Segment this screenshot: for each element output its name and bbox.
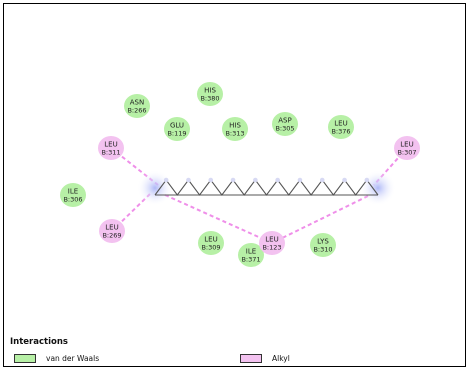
legend-title: Interactions <box>10 337 68 347</box>
ligand-glow-left <box>137 170 173 206</box>
residue-disc <box>60 183 86 207</box>
residue-name: LEU <box>104 141 117 149</box>
residue-discs: ASNB:266HISB:380GLUB:119HISB:313ASPB:305… <box>60 82 420 267</box>
residue-disc <box>394 136 420 160</box>
residue-number: B:376 <box>331 128 350 136</box>
ligand-glow-right <box>360 170 396 206</box>
residue-disc <box>198 231 224 255</box>
residue-disc <box>310 233 336 257</box>
residue-name: ILE <box>68 188 78 196</box>
residue-disc <box>272 112 298 136</box>
residue-number: B:311 <box>101 149 120 157</box>
residue-name: HIS <box>229 122 241 130</box>
residue-number: B:269 <box>102 232 121 240</box>
alkyl-bond-line <box>164 194 273 244</box>
residue-disc <box>197 82 223 106</box>
residue-name: GLU <box>170 122 184 130</box>
residue-name: LYS <box>317 238 329 246</box>
residue-number: B:307 <box>397 149 416 157</box>
residue-disc <box>238 243 264 267</box>
residue-number: B:380 <box>200 95 219 103</box>
residue-disc <box>328 115 354 139</box>
residue-number: B:309 <box>201 244 220 252</box>
residue-name: LEU <box>400 141 413 149</box>
residue-name: ASP <box>278 117 291 125</box>
ligand-atom <box>364 177 370 183</box>
residue-name: LEU <box>265 236 278 244</box>
residue-disc <box>259 231 285 255</box>
legend-label-vdw: van der Waals <box>46 353 100 363</box>
residue-number: B:123 <box>262 244 281 252</box>
residue-number: B:313 <box>225 130 244 138</box>
ligand-atom <box>297 177 303 183</box>
residue-name: ILE <box>246 248 256 256</box>
residue-number: B:305 <box>275 125 294 133</box>
ligand-atom <box>319 177 325 183</box>
residue-number: B:306 <box>63 196 82 204</box>
residue-disc <box>98 136 124 160</box>
ligand-atom <box>208 177 214 183</box>
ligand-atom <box>186 177 191 183</box>
ligand-atom <box>275 177 280 183</box>
legend-swatch-alkyl <box>240 353 262 363</box>
alkyl-bond-line <box>271 195 369 244</box>
legend-item-vdw: van der Waals <box>14 352 99 364</box>
legend-item-alkyl: Alkyl <box>240 352 290 364</box>
ligand-atom <box>163 177 169 183</box>
legend-swatch-vdw <box>14 353 36 363</box>
residue-name: LEU <box>204 236 217 244</box>
residue-name: LEU <box>334 120 347 128</box>
residue-number: B:371 <box>241 256 260 264</box>
residue-number: B:119 <box>167 130 186 138</box>
residue-name: LEU <box>105 224 118 232</box>
residue-number: B:266 <box>127 107 146 115</box>
ligand-chain <box>137 170 396 206</box>
residue-disc <box>99 219 125 243</box>
residue-disc <box>164 117 190 141</box>
ligand-atom <box>230 177 236 183</box>
legend-label-alkyl: Alkyl <box>272 353 290 363</box>
residue-disc <box>124 94 150 118</box>
residue-disc <box>222 117 248 141</box>
residue-number: B:310 <box>313 246 332 254</box>
ligand-atom <box>253 177 258 183</box>
ligand-atom <box>342 177 347 183</box>
residue-name: ASN <box>130 99 144 107</box>
residue-name: HIS <box>204 87 216 95</box>
